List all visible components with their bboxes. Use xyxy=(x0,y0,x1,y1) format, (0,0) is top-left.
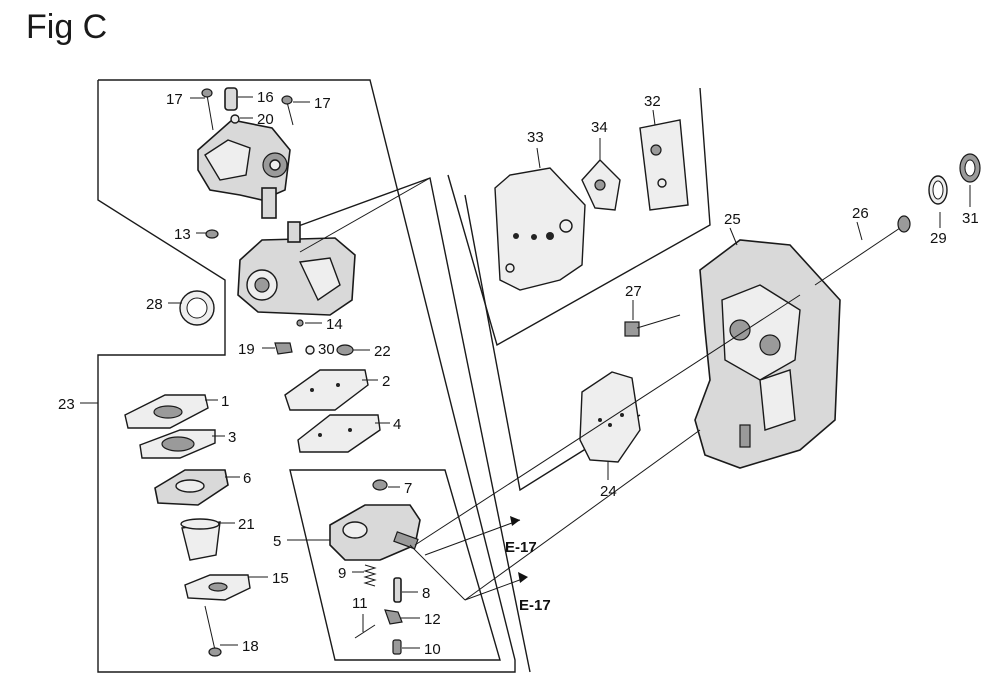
callout-25: 25 xyxy=(724,211,741,228)
carburetor-body xyxy=(237,221,356,316)
needle-8 xyxy=(393,577,402,603)
cylinder-block-25 xyxy=(694,239,841,469)
washer-29 xyxy=(928,175,948,205)
spring-9 xyxy=(363,564,377,587)
callout-10: 10 xyxy=(424,641,441,658)
washer-31 xyxy=(959,153,981,183)
bolt-26 xyxy=(814,215,911,286)
callout-11: 11 xyxy=(352,595,368,612)
callout-12: 12 xyxy=(424,611,441,628)
callout-7: 7 xyxy=(404,480,412,497)
screw-10 xyxy=(392,639,402,655)
callout-29: 29 xyxy=(930,230,947,247)
leader-lines xyxy=(80,96,971,649)
screw-19 xyxy=(274,342,293,355)
screw-16 xyxy=(224,87,238,111)
arrow-line-e17-b xyxy=(464,577,526,601)
ball-7 xyxy=(372,479,388,491)
gasket-2 xyxy=(284,369,369,411)
arrow-line-e17-a xyxy=(424,519,521,556)
callout-24: 24 xyxy=(600,483,617,500)
seal-28-inner xyxy=(186,297,208,319)
gasket-34 xyxy=(581,158,621,211)
callout-14: 14 xyxy=(326,316,343,333)
callout-8: 8 xyxy=(422,585,430,602)
pump-body-5 xyxy=(329,504,421,561)
callout-9: 9 xyxy=(338,565,346,582)
gasket-group-outline xyxy=(447,87,711,347)
washer-20 xyxy=(230,114,240,124)
primer-bulb-21 xyxy=(180,518,221,561)
callout-4: 4 xyxy=(393,416,401,433)
cover-6 xyxy=(154,469,229,506)
screw-17-right xyxy=(281,95,294,126)
callout-6: 6 xyxy=(243,470,251,487)
pump-to-block-line xyxy=(414,294,801,546)
gasket-1 xyxy=(124,394,209,429)
pump-link-line xyxy=(409,544,466,601)
arrow-head-e17-b xyxy=(518,572,528,583)
lever-11 xyxy=(354,624,376,639)
reference-e17-upper: E-17 xyxy=(505,539,537,556)
carb-to-outline-line xyxy=(299,177,431,253)
callout-21: 21 xyxy=(238,516,255,533)
callout-15: 15 xyxy=(272,570,289,587)
callout-20: 20 xyxy=(257,111,274,128)
callout-30: 30 xyxy=(318,341,335,358)
callout-13: 13 xyxy=(174,226,191,243)
callout-17-left: 17 xyxy=(166,91,183,108)
retainer-15 xyxy=(184,574,251,601)
callout-18: 18 xyxy=(242,638,259,655)
plug-22 xyxy=(336,344,354,356)
callout-2: 2 xyxy=(382,373,390,390)
callout-23: 23 xyxy=(58,396,75,413)
callout-17-right: 17 xyxy=(314,95,331,112)
callout-31: 31 xyxy=(962,210,979,227)
pin-12 xyxy=(384,609,403,625)
callout-34: 34 xyxy=(591,119,608,136)
reference-e17-lower: E-17 xyxy=(519,597,551,614)
plate-32 xyxy=(639,119,689,211)
callout-1: 1 xyxy=(221,393,229,410)
bolt-27 xyxy=(624,314,681,337)
carburetor-assembly-outline xyxy=(97,79,516,673)
diaphragm-3 xyxy=(139,429,216,459)
callout-5: 5 xyxy=(273,533,281,550)
callout-32: 32 xyxy=(644,93,661,110)
callout-19: 19 xyxy=(238,341,255,358)
callout-28: 28 xyxy=(146,296,163,313)
callout-26: 26 xyxy=(852,205,869,222)
screw-17-left xyxy=(201,88,214,131)
screw-13 xyxy=(205,229,219,239)
insulator-24 xyxy=(579,371,641,463)
callout-22: 22 xyxy=(374,343,391,360)
jet-14 xyxy=(296,319,304,327)
callout-27: 27 xyxy=(625,283,642,300)
choke-bracket xyxy=(197,119,291,219)
pump-subassembly-outline xyxy=(289,469,501,661)
gasket-33 xyxy=(494,167,586,291)
pump-to-block-line-2 xyxy=(464,429,701,601)
o-ring-30 xyxy=(305,345,315,355)
callout-33: 33 xyxy=(527,129,544,146)
callout-3: 3 xyxy=(228,429,236,446)
diaphragm-4 xyxy=(297,414,381,453)
arrow-head-e17-a xyxy=(510,516,520,526)
screw-18 xyxy=(204,605,222,657)
callout-16: 16 xyxy=(257,89,274,106)
figure-title: Fig C xyxy=(26,8,108,46)
